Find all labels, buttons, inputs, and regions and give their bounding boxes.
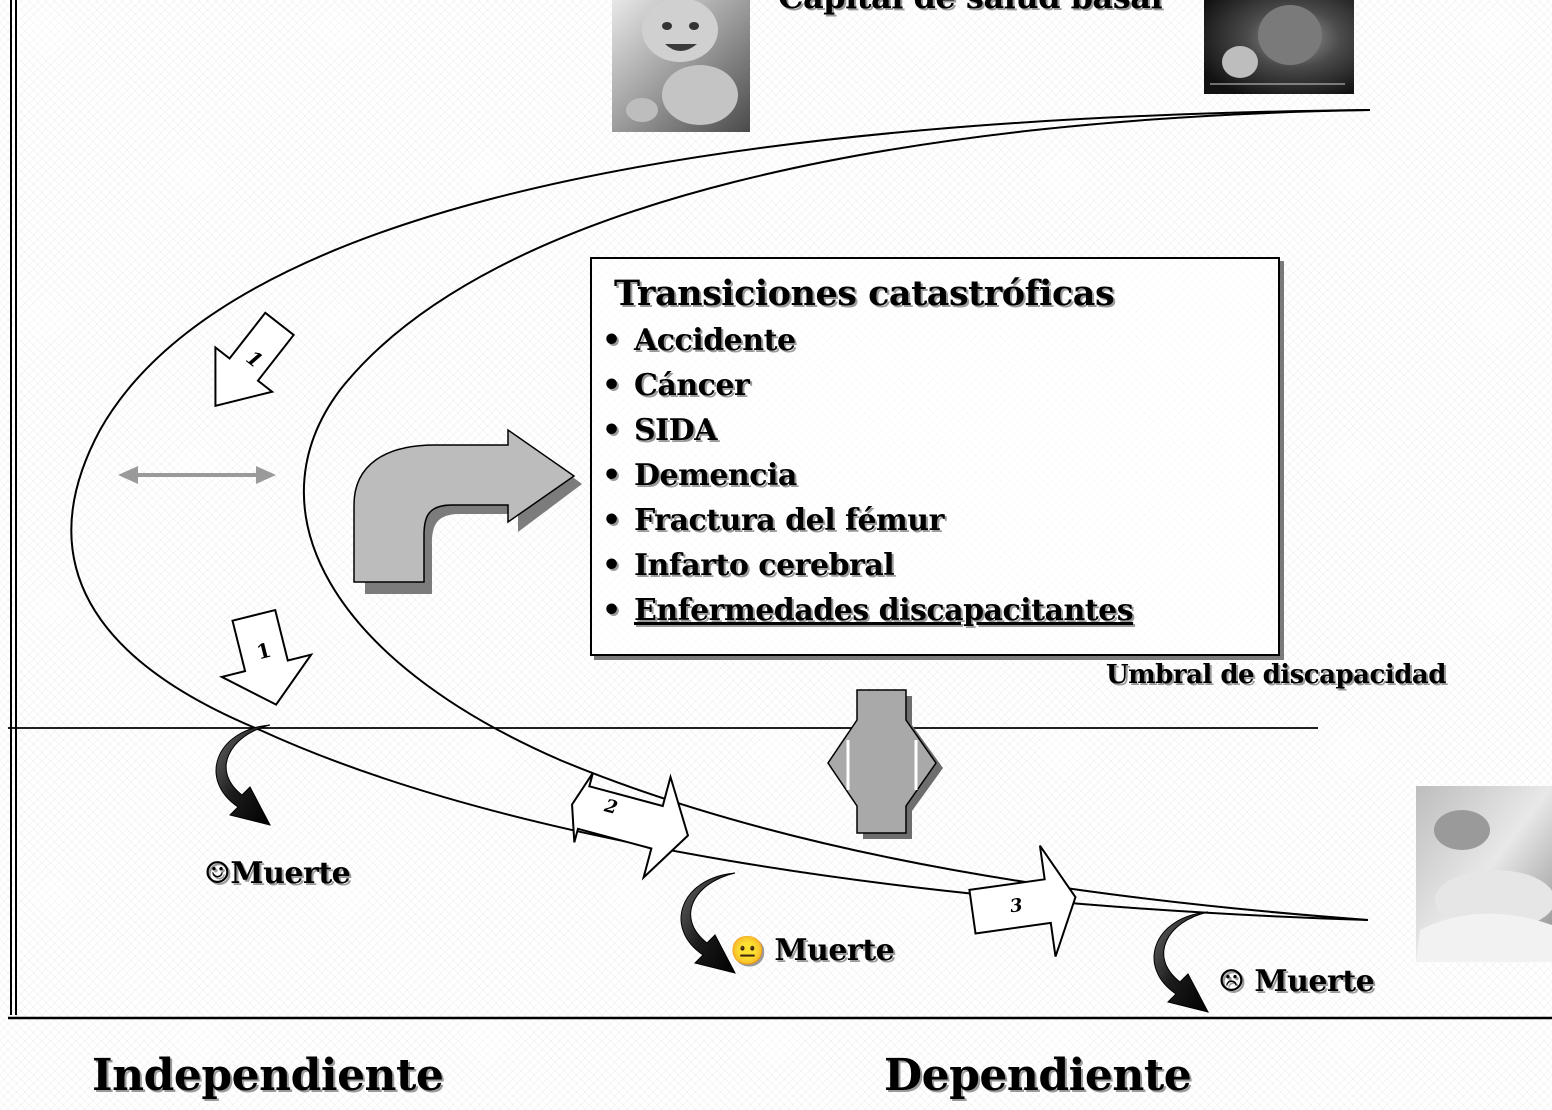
bullet-icon: •	[602, 593, 621, 628]
death-label-sad: ☹ Muerte	[1218, 964, 1375, 999]
transition-item: • Demencia	[602, 458, 1133, 503]
transition-item-label: Accidente	[634, 323, 796, 358]
transition-item-label: Enfermedades discapacitantes	[634, 593, 1134, 628]
arrow-marker-3: 3	[1009, 895, 1024, 918]
bullet-icon: •	[602, 458, 621, 493]
death-text: Muerte	[774, 933, 895, 968]
double-arrow	[118, 466, 276, 484]
transition-item: • Fractura del fémur	[602, 503, 1133, 548]
transition-item-label: Fractura del fémur	[634, 503, 944, 538]
bullet-icon: •	[602, 503, 621, 538]
death-text: Muerte	[1254, 964, 1375, 999]
death-text: Muerte	[230, 856, 351, 891]
catastrophic-transitions-box: Transiciones catastróficas • Accidente • Cá…	[590, 257, 1280, 656]
axis-label-independent: Independiente	[92, 1050, 444, 1101]
transition-item-label: Demencia	[634, 458, 797, 493]
transition-item: • Accidente	[602, 323, 1133, 368]
transition-arrow-3: 3	[968, 845, 1077, 957]
neutral-face-icon: 😐	[730, 934, 765, 967]
bullet-icon: •	[602, 323, 621, 358]
transition-item-label: SIDA	[634, 413, 718, 448]
transition-item: • Infarto cerebral	[602, 548, 1133, 593]
transition-item-label: Infarto cerebral	[634, 548, 895, 583]
arrow-marker-1-lower: 1	[254, 638, 273, 665]
transition-item: • Enfermedades discapacitantes	[602, 593, 1134, 638]
baby-photo	[612, 0, 750, 132]
inner-health-curve	[303, 109, 1371, 921]
disability-threshold-label: Umbral de discapacidad	[1106, 660, 1446, 690]
death-arrow-3	[1153, 911, 1209, 1013]
arrow-marker-2: 2	[601, 795, 620, 819]
elderly-patient-photo	[1416, 786, 1552, 962]
transition-item: • Cáncer	[602, 368, 1133, 413]
axis-label-dependent: Dependiente	[884, 1050, 1192, 1101]
transition-item-label: Cáncer	[634, 368, 750, 403]
catastrophic-transitions-title: Transiciones catastróficas	[614, 273, 1115, 314]
sad-face-icon: ☹	[1218, 964, 1245, 999]
bullet-icon: •	[602, 368, 621, 403]
death-label-neutral: 😐 Muerte	[730, 933, 895, 968]
outer-health-curve	[70, 109, 1371, 921]
death-arrow-2	[680, 872, 736, 974]
y-axis	[10, 0, 17, 1015]
happy-face-icon: ☺	[204, 856, 231, 891]
basal-health-capital-caption: Capital de salud basal	[778, 0, 1163, 16]
transition-arrow-1-upper: 1	[214, 311, 296, 408]
transition-arrow-2: 2	[571, 772, 690, 881]
curved-gray-arrow	[353, 428, 582, 594]
catastrophic-transitions-list: • Accidente • Cáncer • SIDA • Demencia • Fractura…	[602, 323, 1134, 638]
transition-item: • SIDA	[602, 413, 1133, 458]
bullet-icon: •	[602, 413, 621, 448]
fetus-photo	[1204, 0, 1354, 94]
death-label-happy: ☺Muerte	[204, 856, 351, 891]
vertical-double-arrow	[827, 689, 943, 839]
transition-arrow-1-lower: 1	[218, 608, 314, 706]
death-arrow-1	[215, 724, 271, 826]
bullet-icon: •	[602, 548, 621, 583]
